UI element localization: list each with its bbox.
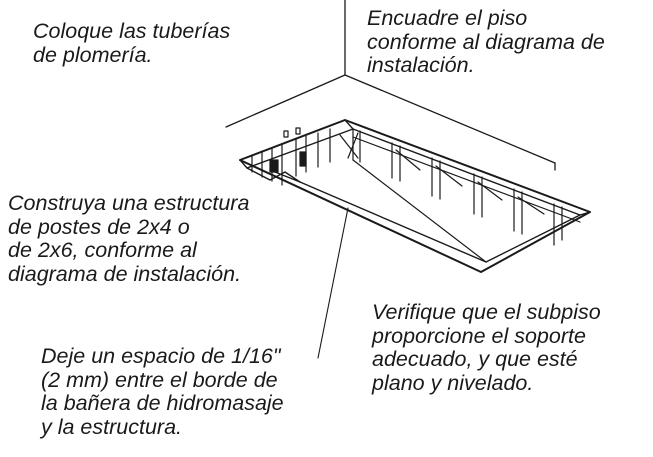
leader-lines [317, 207, 349, 359]
floor-outline [225, 0, 556, 171]
label-plumbing: Coloque las tuberías de plomería. [33, 19, 231, 67]
label-subfloor: Verifique que el subpiso proporcione el … [372, 300, 601, 395]
opening-rim [239, 119, 591, 273]
label-stud-frame: Construya una estructura de postes de 2x… [8, 191, 250, 286]
label-gap: Deje un espacio de 1/16" (2 mm) entre el… [41, 344, 284, 439]
plumbing-frame [251, 127, 331, 186]
back-wall-studs [339, 128, 581, 263]
label-frame-floor: Encuadre el piso conforme al diagrama de… [367, 6, 605, 77]
